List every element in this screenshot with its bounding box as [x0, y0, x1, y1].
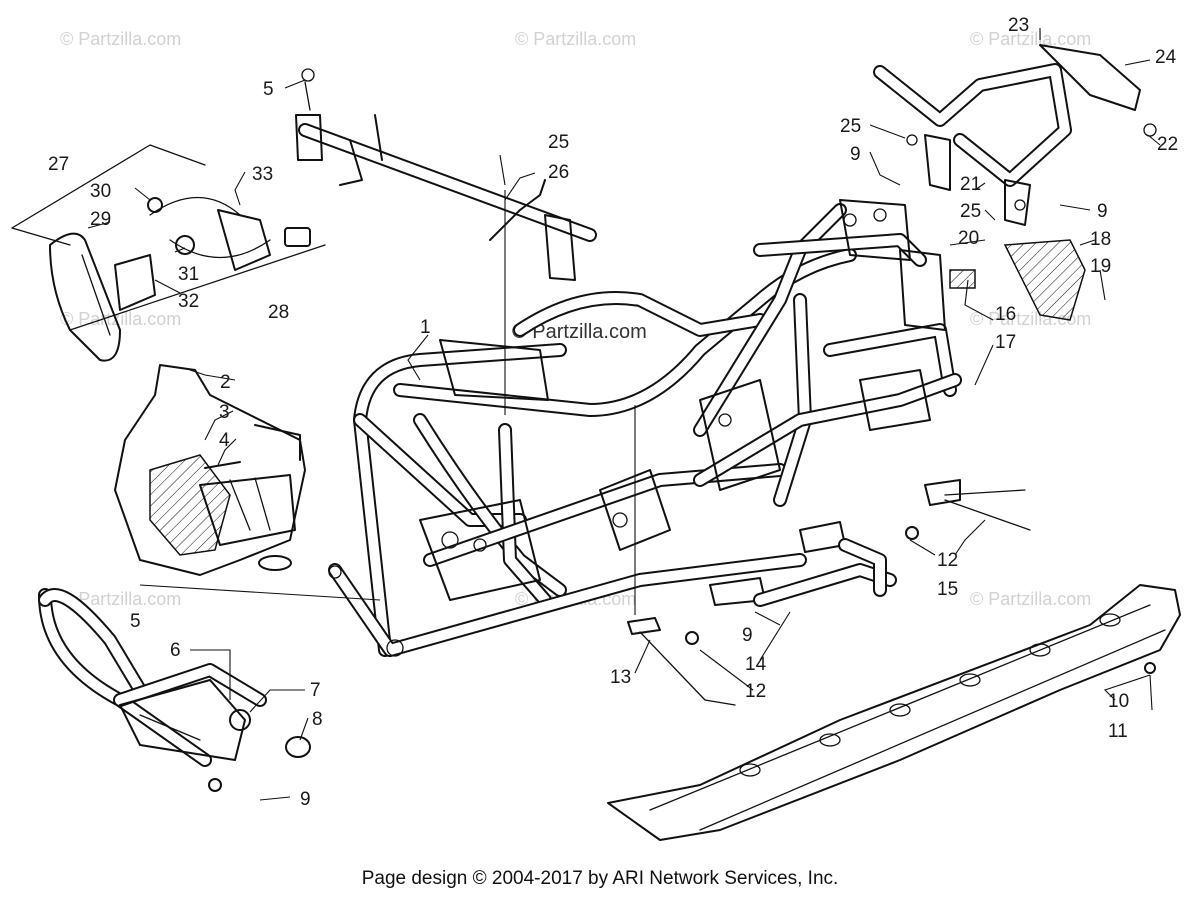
front-fender[interactable]	[114, 364, 306, 576]
callout-17: 17	[995, 332, 1016, 353]
footrest-brackets[interactable]	[709, 521, 897, 607]
callout-16: 16	[995, 304, 1016, 325]
callout-28: 28	[268, 302, 289, 323]
watermark: © Partzilla.com	[60, 589, 181, 609]
callout-8: 8	[312, 709, 323, 730]
skid-plate[interactable]	[607, 584, 1181, 841]
watermark: © Partzilla.com	[60, 309, 181, 329]
callout-10: 10	[1108, 691, 1129, 712]
callout-27: 27	[48, 154, 69, 175]
callout-23: 23	[1008, 15, 1029, 36]
brake-linkage[interactable]	[627, 479, 1031, 706]
callout-2: 2	[220, 372, 231, 393]
callout-15: 15	[937, 579, 958, 600]
callout-25: 25	[960, 201, 981, 222]
callout-25: 25	[840, 116, 861, 137]
watermark: © Partzilla.com	[515, 29, 636, 49]
callout-25: 25	[548, 132, 569, 153]
callout-6: 6	[170, 640, 181, 661]
callout-33: 33	[252, 164, 273, 185]
callout-29: 29	[90, 209, 111, 230]
callout-9: 9	[1097, 201, 1108, 222]
callout-9: 9	[742, 625, 753, 646]
callout-19: 19	[1090, 256, 1111, 277]
callout-9: 9	[300, 789, 311, 810]
callout-7: 7	[310, 680, 321, 701]
callout-13: 13	[610, 667, 631, 688]
callouts: 5 25 26 1 2 3 4 5 6 7 8 9 27 30 29 33 31…	[48, 15, 1178, 810]
callout-5: 5	[130, 611, 141, 632]
callout-5: 5	[263, 79, 274, 100]
leader-lines	[87, 28, 1161, 801]
callout-12: 12	[937, 550, 958, 571]
watermark-center: © Partzilla.com	[512, 321, 647, 343]
callout-9: 9	[850, 144, 861, 165]
callout-30: 30	[90, 181, 111, 202]
front-crossbar[interactable]	[295, 68, 597, 281]
callout-24: 24	[1155, 47, 1177, 68]
callout-18: 18	[1090, 229, 1111, 250]
callout-12: 12	[745, 681, 766, 702]
headlight-assembly[interactable]	[11, 144, 326, 362]
footer-copyright: Page design © 2004-2017 by ARI Network S…	[361, 868, 839, 889]
callout-1: 1	[420, 317, 431, 338]
front-bumper[interactable]	[38, 588, 311, 792]
rear-rack-bracket[interactable]	[873, 44, 1157, 226]
callout-11: 11	[1108, 721, 1128, 742]
watermark: © Partzilla.com	[60, 29, 181, 49]
callout-14: 14	[745, 654, 767, 675]
callout-3: 3	[219, 402, 230, 423]
callout-21: 21	[960, 174, 981, 195]
rear-guard[interactable]	[949, 239, 1086, 321]
watermark: © Partzilla.com	[970, 29, 1091, 49]
callout-20: 20	[958, 228, 979, 249]
callout-26: 26	[548, 162, 569, 183]
main-frame[interactable]	[328, 199, 962, 657]
callout-31: 31	[178, 264, 199, 285]
callout-32: 32	[178, 291, 199, 312]
callout-22: 22	[1157, 134, 1178, 155]
callout-4: 4	[219, 430, 230, 451]
watermark: © Partzilla.com	[970, 589, 1091, 609]
